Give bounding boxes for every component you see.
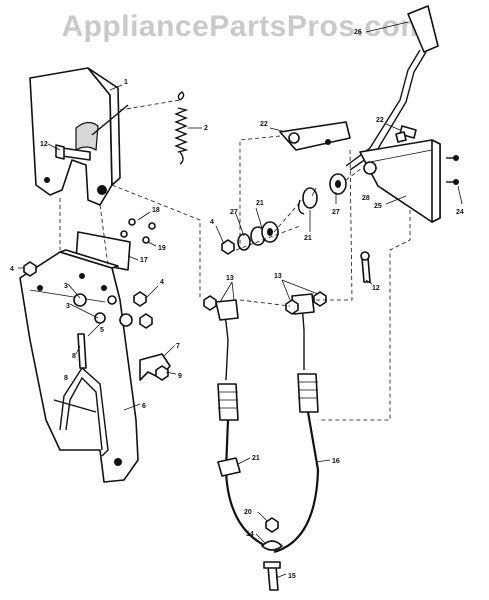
label-part-8b: 8 <box>64 375 68 382</box>
label-part-12b: 12 <box>372 285 380 292</box>
label-part-3: 3 <box>64 283 68 290</box>
label-part-12: 12 <box>40 141 48 148</box>
label-part-4c: 4 <box>210 219 214 226</box>
label-part-26: 26 <box>354 29 362 36</box>
label-part-15: 15 <box>288 573 296 580</box>
assembly-lines <box>59 99 411 421</box>
label-part-3b: 3 <box>66 303 70 310</box>
label-part-6: 6 <box>142 403 146 410</box>
label-part-14: 14 <box>246 531 254 538</box>
label-part-24: 24 <box>456 209 464 216</box>
bottom-hardware <box>261 517 283 591</box>
bolt-23 <box>395 125 417 143</box>
label-part-2: 2 <box>204 125 208 132</box>
label-part-17: 17 <box>140 257 148 264</box>
label-part-4: 4 <box>10 266 14 273</box>
label-part-22: 22 <box>260 121 268 128</box>
lift-side-plate <box>19 249 139 483</box>
bolt-right <box>360 251 371 283</box>
leader-lines <box>18 21 463 579</box>
label-part-21: 21 <box>256 200 264 207</box>
label-part-19: 19 <box>158 245 166 252</box>
label-part-13b: 13 <box>274 273 282 280</box>
label-part-20: 20 <box>244 509 252 516</box>
lift-handle-rod <box>53 366 109 457</box>
label-part-9: 9 <box>178 373 182 380</box>
part-labels: 1 2 3 3 4 4 4 5 6 7 8 8 9 12 12 13 13 14… <box>10 29 464 580</box>
bolt-5 <box>77 313 133 369</box>
label-part-5: 5 <box>100 327 104 334</box>
label-part-22b: 22 <box>376 117 384 124</box>
nuts-left <box>23 261 169 381</box>
label-part-21b: 21 <box>304 235 312 242</box>
label-part-27: 27 <box>230 209 238 216</box>
spring <box>174 91 189 165</box>
hardware-18-19 <box>120 218 156 244</box>
bolt-left-upper <box>55 144 91 161</box>
center-hardware <box>221 173 347 255</box>
cable-assembly <box>203 291 327 554</box>
label-part-1: 1 <box>124 79 128 86</box>
label-part-13: 13 <box>226 275 234 282</box>
label-part-18: 18 <box>152 207 160 214</box>
label-part-7: 7 <box>176 343 180 350</box>
shift-lever <box>279 5 439 171</box>
label-part-21c: 21 <box>252 455 260 462</box>
shift-mount-bracket <box>359 139 459 223</box>
label-part-8: 8 <box>72 353 76 360</box>
label-part-27b: 27 <box>332 209 340 216</box>
upper-lift-bracket <box>29 67 129 206</box>
label-part-16: 16 <box>332 458 340 465</box>
label-part-25: 25 <box>374 203 382 210</box>
label-part-28: 28 <box>362 195 370 202</box>
label-part-4b: 4 <box>160 279 164 286</box>
